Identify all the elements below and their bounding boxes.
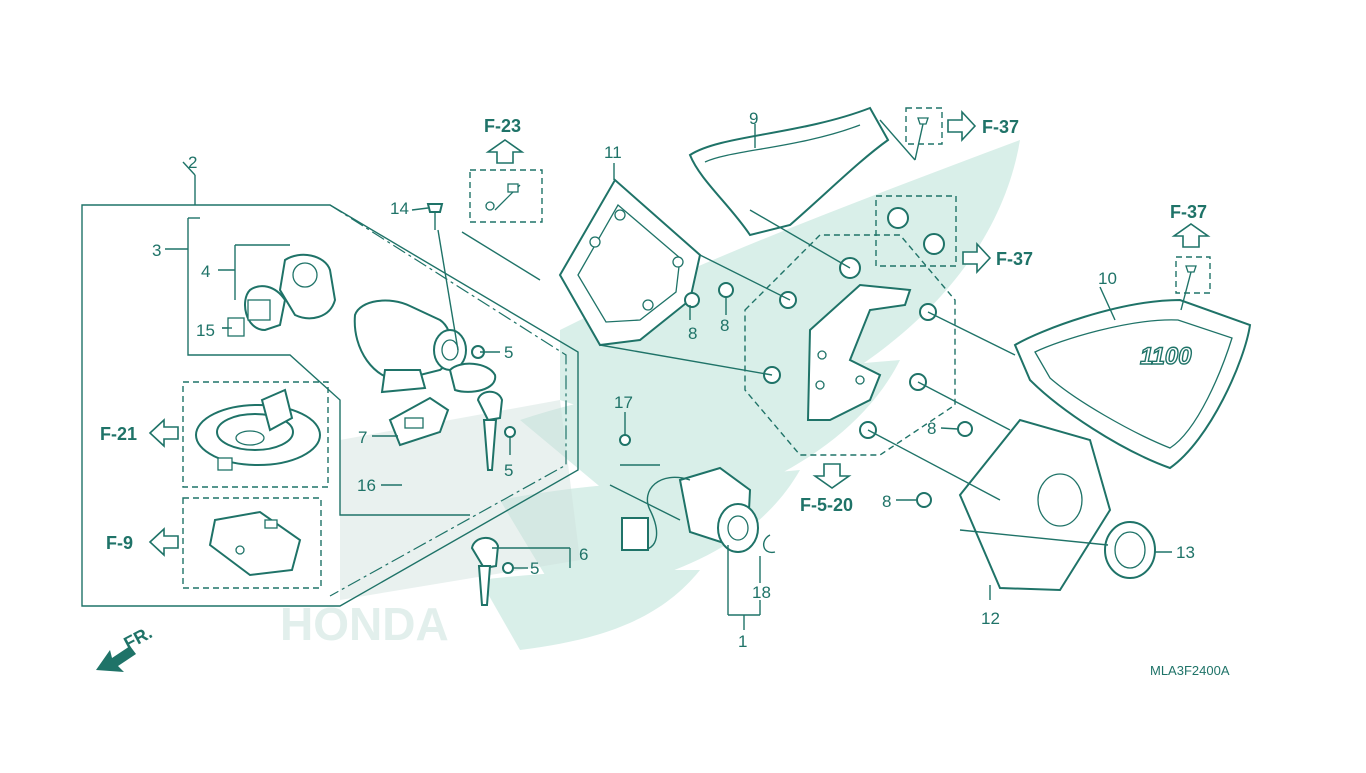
seat-cowl-9-part xyxy=(688,106,890,237)
leader-f23 xyxy=(461,231,541,281)
callout-5c: 5 xyxy=(530,559,539,578)
f37-screw-box-top xyxy=(905,107,943,145)
callout-9: 9 xyxy=(749,109,758,128)
group-2-frame xyxy=(81,175,579,607)
callout-8a: 8 xyxy=(688,324,697,343)
callout-15: 15 xyxy=(196,321,215,340)
lock-cylinder-part xyxy=(388,396,450,447)
cover-12-part xyxy=(958,418,1112,592)
callout-5b: 5 xyxy=(504,461,513,480)
model-badge: 1100 xyxy=(1140,343,1192,370)
callout-11: 11 xyxy=(604,143,622,162)
grommet-f37-b xyxy=(923,233,945,255)
ring-13-part xyxy=(1104,521,1156,579)
callout-10: 10 xyxy=(1098,269,1117,288)
up-arrow-icon-2 xyxy=(1171,223,1211,248)
group-3-frame xyxy=(165,217,470,516)
callout-18: 18 xyxy=(752,583,771,602)
screw-14-part xyxy=(426,203,459,351)
callout-8b: 8 xyxy=(720,316,729,335)
leader-f37-right xyxy=(1180,271,1192,311)
f23-connector-part xyxy=(485,183,521,211)
callout-5a: 5 xyxy=(504,343,513,362)
seat-lock-box xyxy=(182,497,322,589)
front-arrow-icon xyxy=(96,646,136,672)
callout-7: 7 xyxy=(358,428,367,447)
ref-f21: F-21 xyxy=(100,424,137,444)
callout-13: 13 xyxy=(1176,543,1195,562)
right-arrow-icon-2 xyxy=(962,241,992,275)
callout-16: 16 xyxy=(357,476,376,495)
ref-f23: F-23 xyxy=(484,116,521,136)
screw-f37-top xyxy=(917,117,929,125)
ref-f520: F-5-20 xyxy=(800,495,853,515)
callout-3: 3 xyxy=(152,241,161,260)
callout-1: 1 xyxy=(738,632,747,651)
leader-10 xyxy=(1099,286,1116,321)
grommet-f37-a xyxy=(887,207,909,229)
ignition-assembly-part xyxy=(218,244,337,337)
fuel-cap-part xyxy=(195,388,321,471)
leader-9-screw xyxy=(879,119,916,161)
ref-f9: F-9 xyxy=(106,533,133,553)
drawing-code: MLA3F2400A xyxy=(1150,663,1230,678)
right-arrow-icon xyxy=(947,109,977,143)
leader-lines xyxy=(182,124,1172,630)
up-arrow-icon xyxy=(485,139,525,164)
clip-part-c xyxy=(502,562,514,574)
f37-screw-box-right xyxy=(1175,256,1211,294)
ignition-switch-part xyxy=(353,299,467,394)
left-arrow-icon-2 xyxy=(148,527,179,557)
f23-detail-box xyxy=(469,169,543,223)
clip-part-b xyxy=(504,426,516,438)
grommet-parts xyxy=(684,282,973,508)
callout-8d: 8 xyxy=(882,492,891,511)
screw-f37-right xyxy=(1185,265,1197,273)
fuel-cap-box xyxy=(182,381,329,488)
callout-12: 12 xyxy=(981,609,1000,628)
switch-unit-1-part xyxy=(619,434,776,554)
callout-6: 6 xyxy=(579,545,588,564)
stipple-area xyxy=(340,400,580,600)
side-cover-10-part: 1100 xyxy=(1013,298,1252,470)
f37-grommet-box xyxy=(875,195,957,267)
ref-f37-right: F-37 xyxy=(1170,202,1207,222)
left-arrow-icon xyxy=(148,418,179,448)
ref-f37-mid: F-37 xyxy=(996,249,1033,269)
callout-8c: 8 xyxy=(927,419,936,438)
callout-14: 14 xyxy=(390,199,409,218)
bracket-detail-box xyxy=(744,234,956,456)
callout-4: 4 xyxy=(201,262,210,281)
callout-17: 17 xyxy=(614,393,633,412)
down-arrow-icon xyxy=(812,463,852,489)
key-parts xyxy=(448,362,504,606)
seat-lock-part xyxy=(208,510,302,577)
ref-f37-top: F-37 xyxy=(982,117,1019,137)
callout-2: 2 xyxy=(188,153,197,172)
leader-f37-top xyxy=(914,123,924,161)
front-label: FR. xyxy=(120,622,155,653)
